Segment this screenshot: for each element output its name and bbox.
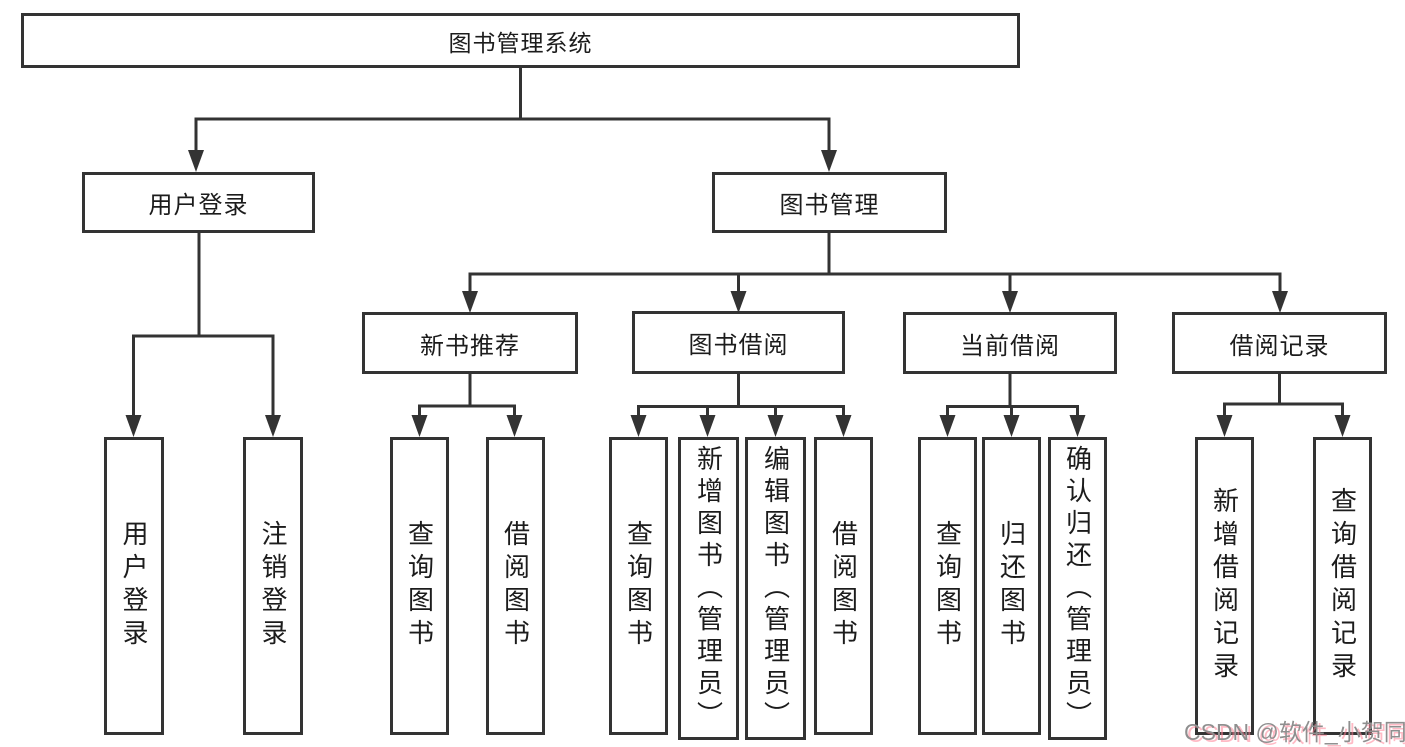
node-borrowing-records: 借阅记录	[1172, 312, 1387, 374]
leaf-query-books-recommend: 查询图书	[390, 437, 449, 735]
node-user-login-branch: 用户登录	[82, 172, 315, 233]
leaf-borrow-books-recommend: 借阅图书	[486, 437, 545, 735]
leaf-confirm-return-admin: 确认归还（管理员）	[1048, 437, 1107, 740]
node-book-management-branch: 图书管理	[712, 172, 947, 233]
leaf-return-books: 归还图书	[982, 437, 1041, 735]
leaf-logout: 注销登录	[243, 437, 303, 735]
leaf-query-books-current: 查询图书	[918, 437, 977, 735]
leaf-add-borrow-record: 新增借阅记录	[1195, 437, 1254, 735]
leaf-query-books-borrowing: 查询图书	[609, 437, 668, 735]
node-book-borrowing: 图书借阅	[632, 311, 845, 374]
node-current-borrowing: 当前借阅	[903, 312, 1117, 374]
arrowhead-group	[125, 150, 1351, 437]
leaf-borrow-books-borrowing: 借阅图书	[814, 437, 873, 735]
node-library-management-system: 图书管理系统	[21, 13, 1020, 68]
csdn-watermark: CSDN @软件_小贺同学	[1184, 719, 1405, 745]
leaf-edit-books-admin: 编辑图书（管理员）	[745, 437, 806, 740]
leaf-user-login: 用户登录	[104, 437, 164, 735]
node-new-book-recommendation: 新书推荐	[362, 312, 578, 374]
leaf-query-borrow-record: 查询借阅记录	[1313, 437, 1372, 735]
leaf-add-books-admin: 新增图书（管理员）	[678, 437, 739, 740]
